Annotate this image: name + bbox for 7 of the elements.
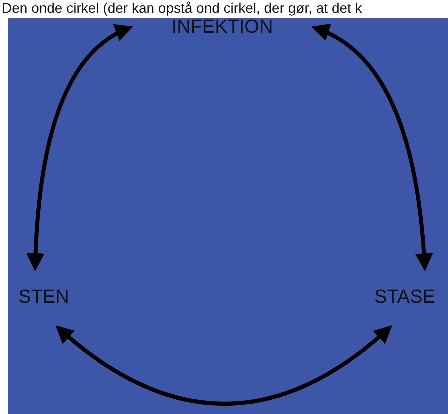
node-label: STEN (18, 287, 70, 309)
node-label: INFEKTION (172, 17, 274, 39)
title: Den onde cirkel (der kan opstå ond cirkel, der gør, at det k (2, 0, 362, 17)
node-label: STASE (374, 287, 436, 309)
double-headed-arrow (56, 326, 393, 406)
double-headed-arrow (26, 26, 134, 272)
double-headed-arrow (312, 25, 433, 272)
